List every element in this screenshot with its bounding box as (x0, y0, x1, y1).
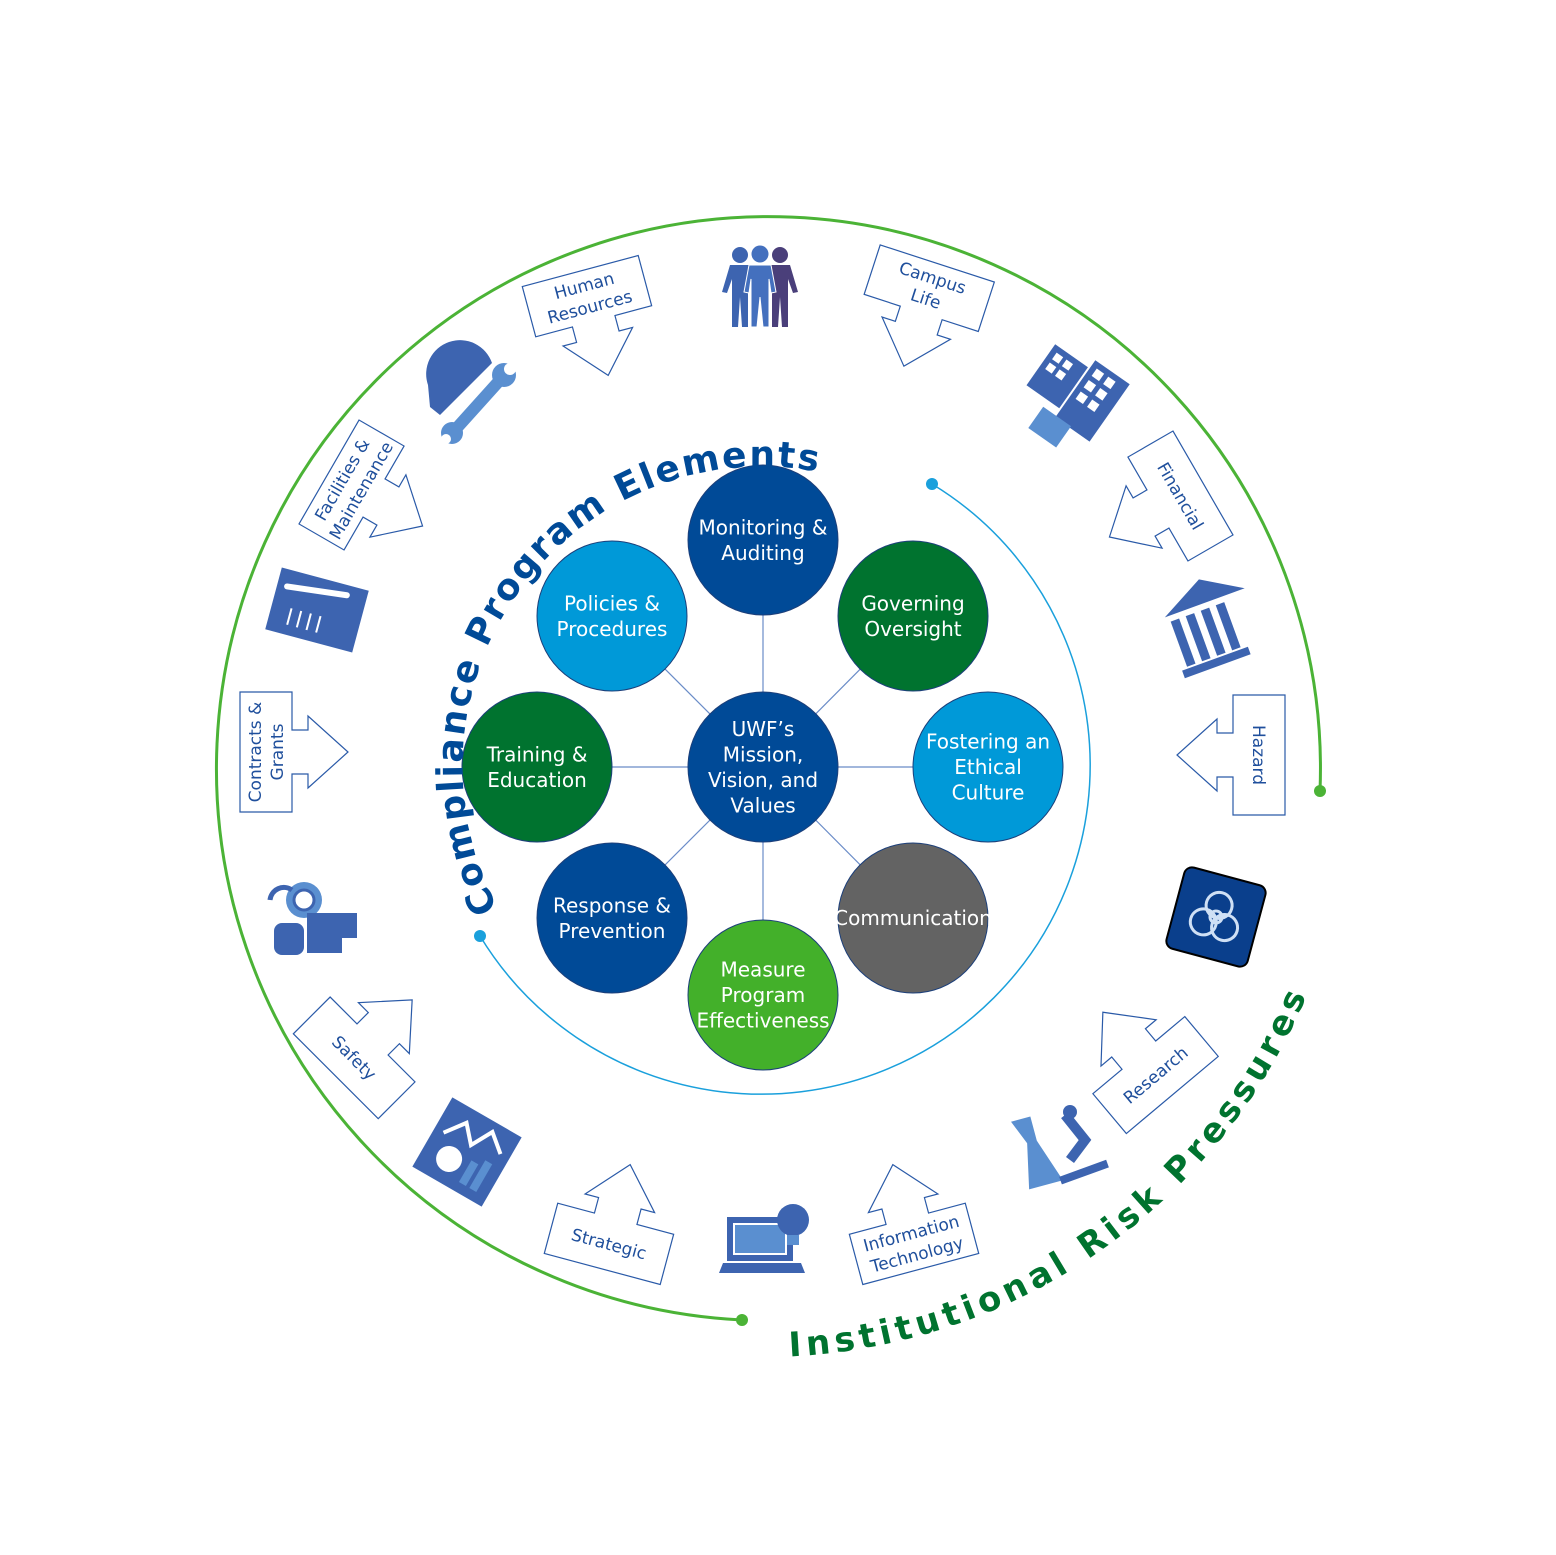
arrow-shape (521, 254, 653, 377)
element-training-education-label-line: Education (487, 768, 587, 792)
element-communication: Communication (834, 842, 992, 994)
arrow-shape (848, 1163, 980, 1286)
element-measure-program-effectiveness-label-line: Measure (721, 958, 806, 982)
center-mission-vision-values-label-line: Mission, (723, 742, 803, 766)
element-monitoring-auditing-circle (687, 464, 839, 616)
laptop-idea-icon (719, 1204, 809, 1273)
arrow-shape (1092, 1011, 1220, 1135)
risk-label-line: Grants (268, 723, 288, 780)
element-communication-label-line: Communication (834, 906, 992, 930)
element-monitoring-auditing-label-line: Auditing (721, 541, 804, 565)
buildings-icon (1026, 344, 1130, 448)
element-training-education-circle (461, 691, 613, 843)
element-fostering-ethical-culture-circle (912, 691, 1064, 843)
center-mission-vision-values-circle (687, 691, 839, 843)
outer-arc-start-dot (736, 1314, 748, 1326)
element-response-prevention-circle (536, 842, 688, 994)
risk-arrow-contracts-grants: Contracts &Grants (239, 691, 349, 813)
risk-arrow-financial: Financial (1108, 430, 1234, 562)
element-governing-oversight-label-line: Governing (861, 591, 964, 615)
arrow-shape (1108, 430, 1234, 562)
element-monitoring-auditing-label-line: Monitoring & (699, 515, 828, 539)
lab-microscope-icon (1011, 1105, 1109, 1190)
element-training-education: Training &Education (461, 691, 613, 843)
arrow-shape (239, 691, 349, 813)
contract-icon (265, 567, 369, 653)
bank-icon (1164, 579, 1251, 679)
element-policies-procedures-label-line: Procedures (557, 617, 668, 641)
element-measure-program-effectiveness-label-line: Program (721, 983, 805, 1007)
element-measure-program-effectiveness-label-line: Effectiveness (696, 1009, 829, 1033)
inner-arc (474, 478, 1091, 1095)
risk-label-line: Hazard (1248, 725, 1268, 785)
element-response-prevention-label-line: Response & (553, 893, 671, 917)
program-elements: Monitoring &AuditingGoverningOversightFo… (461, 464, 1064, 1071)
element-fostering-ethical-culture-label-line: Fostering an (926, 730, 1050, 754)
element-monitoring-auditing: Monitoring &Auditing (687, 464, 839, 616)
chart-icon (412, 1097, 522, 1207)
arrow-shape (543, 1163, 675, 1286)
outer-arc-end-dot (1314, 785, 1326, 797)
element-response-prevention: Response &Prevention (536, 842, 688, 994)
risk-arrow-research: Research (1092, 1011, 1220, 1135)
element-training-education-label-line: Training & (486, 742, 588, 766)
center-mission-vision-values-label-line: Values (730, 793, 795, 817)
element-fostering-ethical-culture-label-line: Culture (952, 781, 1025, 805)
element-measure-program-effectiveness-circle (687, 919, 839, 1071)
hardhat-wrench-icon (426, 340, 516, 444)
element-policies-procedures: Policies &Procedures (536, 540, 688, 692)
outer-arc (214, 215, 1326, 1326)
element-response-prevention-label-line: Prevention (559, 919, 666, 943)
arrow-shape (292, 996, 416, 1120)
people-icon (722, 245, 798, 328)
element-governing-oversight-circle (837, 540, 989, 692)
doctor-icon (267, 882, 357, 955)
arrow-shape (298, 419, 424, 551)
arrow-shape (1176, 694, 1286, 816)
element-policies-procedures-circle (536, 540, 688, 692)
risk-arrow-hazard: Hazard (1176, 694, 1286, 816)
center-mission-vision-values-label-line: UWF’s (732, 717, 795, 741)
element-policies-procedures-label-line: Policies & (564, 591, 660, 615)
risk-arrow-safety: Safety (292, 996, 416, 1120)
element-fostering-ethical-culture-label-line: Ethical (954, 755, 1022, 779)
biohazard-icon (1165, 866, 1267, 968)
inner-arc-dot-bottom (474, 930, 486, 942)
inner-arc-dot-top (926, 478, 938, 490)
element-communication-circle (837, 842, 989, 994)
center-mission-vision-values-label-line: Vision, and (708, 768, 818, 792)
risk-label-line: Contracts & (246, 702, 266, 803)
arrow-shape (863, 244, 996, 368)
element-governing-oversight-label-line: Oversight (864, 617, 961, 641)
risk-arrow-strategic: Strategic (543, 1163, 675, 1286)
